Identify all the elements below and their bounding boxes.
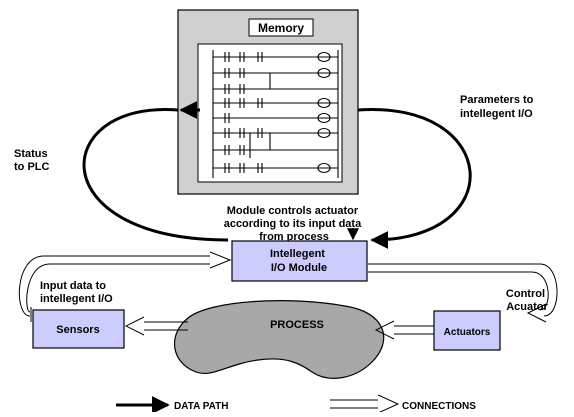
memory-label: Memory bbox=[258, 21, 304, 35]
legend: DATA PATH CONNECTIONS bbox=[116, 394, 476, 414]
process-label: PROCESS bbox=[270, 319, 324, 331]
actuators-label: Actuators bbox=[444, 327, 491, 338]
parameters-loop-path bbox=[357, 108, 472, 249]
status-loop-path bbox=[82, 108, 229, 242]
memory-panel: Memory bbox=[177, 9, 359, 195]
legend-data-path-label: DATA PATH bbox=[174, 401, 228, 412]
control-label: Control Acuator bbox=[506, 288, 549, 313]
parameters-label: Parameters to intellegent I/O bbox=[460, 94, 536, 120]
legend-connection-arrow bbox=[330, 394, 400, 414]
control-connection bbox=[368, 263, 558, 323]
memory-label-box bbox=[248, 18, 314, 37]
ladder-coil bbox=[317, 97, 331, 109]
input-data-label: Input data to intellegent I/O bbox=[40, 280, 113, 305]
ladder-diagram bbox=[197, 43, 343, 183]
status-label: Status to PLC bbox=[14, 148, 51, 173]
process-to-sensors-connection bbox=[124, 316, 188, 336]
actuators-to-process-connection bbox=[374, 320, 434, 340]
io-module-label: Intellegent I/O Module bbox=[270, 248, 328, 274]
sensors-box bbox=[32, 309, 125, 349]
module-controls-label: Module controls actuator according to it… bbox=[224, 205, 365, 243]
ladder-coil bbox=[317, 112, 331, 124]
process-blob bbox=[174, 300, 385, 379]
ladder-rungs bbox=[212, 50, 339, 178]
ladder-coil bbox=[317, 162, 331, 174]
ladder-coil bbox=[317, 67, 331, 79]
io-module-box bbox=[231, 240, 368, 282]
ladder-coil bbox=[317, 51, 331, 63]
input-data-connection bbox=[18, 251, 232, 322]
ladder-coil bbox=[317, 127, 331, 139]
legend-connections-label: CONNECTIONS bbox=[402, 401, 476, 412]
actuators-box bbox=[433, 310, 501, 351]
sensors-label: Sensors bbox=[56, 324, 99, 336]
